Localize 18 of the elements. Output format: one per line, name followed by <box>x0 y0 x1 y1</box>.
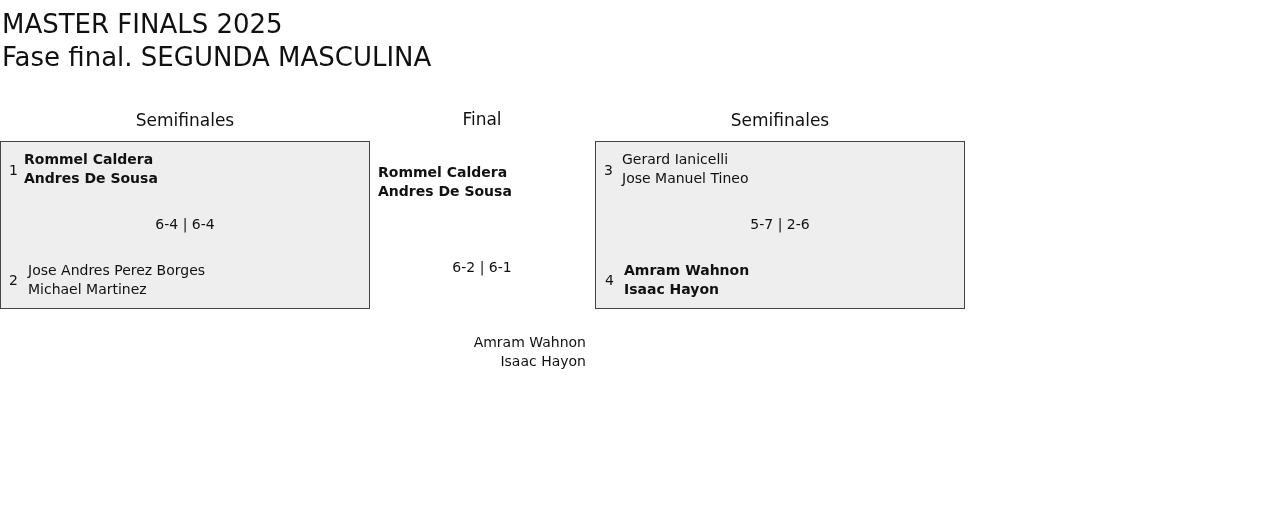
match-score: 6-4 | 6-4 <box>154 215 216 234</box>
team-names: Amram Wahnon Isaac Hayon <box>624 261 751 299</box>
round-heading: Semifinales <box>729 109 831 132</box>
seed-number: 4 <box>605 271 614 290</box>
round-heading: Final <box>461 108 503 131</box>
team-names: Gerard Ianicelli Jose Manuel Tineo <box>622 150 750 188</box>
team-names: Rommel Caldera Andres De Sousa <box>24 150 159 188</box>
team-names: Amram Wahnon Isaac Hayon <box>472 333 586 371</box>
match-score: 5-7 | 2-6 <box>749 215 811 234</box>
seed-number: 3 <box>604 161 613 180</box>
title: MASTER FINALS 2025 <box>2 8 283 41</box>
round-heading: Semifinales <box>134 109 236 132</box>
subtitle: Fase final. SEGUNDA MASCULINA <box>2 41 432 74</box>
seed-number: 2 <box>9 271 18 290</box>
match-score: 6-2 | 6-1 <box>451 258 513 277</box>
seed-number: 1 <box>9 161 18 180</box>
team-names: Rommel Caldera Andres De Sousa <box>378 163 513 201</box>
team-names: Jose Andres Perez Borges Michael Martinez <box>28 261 207 299</box>
